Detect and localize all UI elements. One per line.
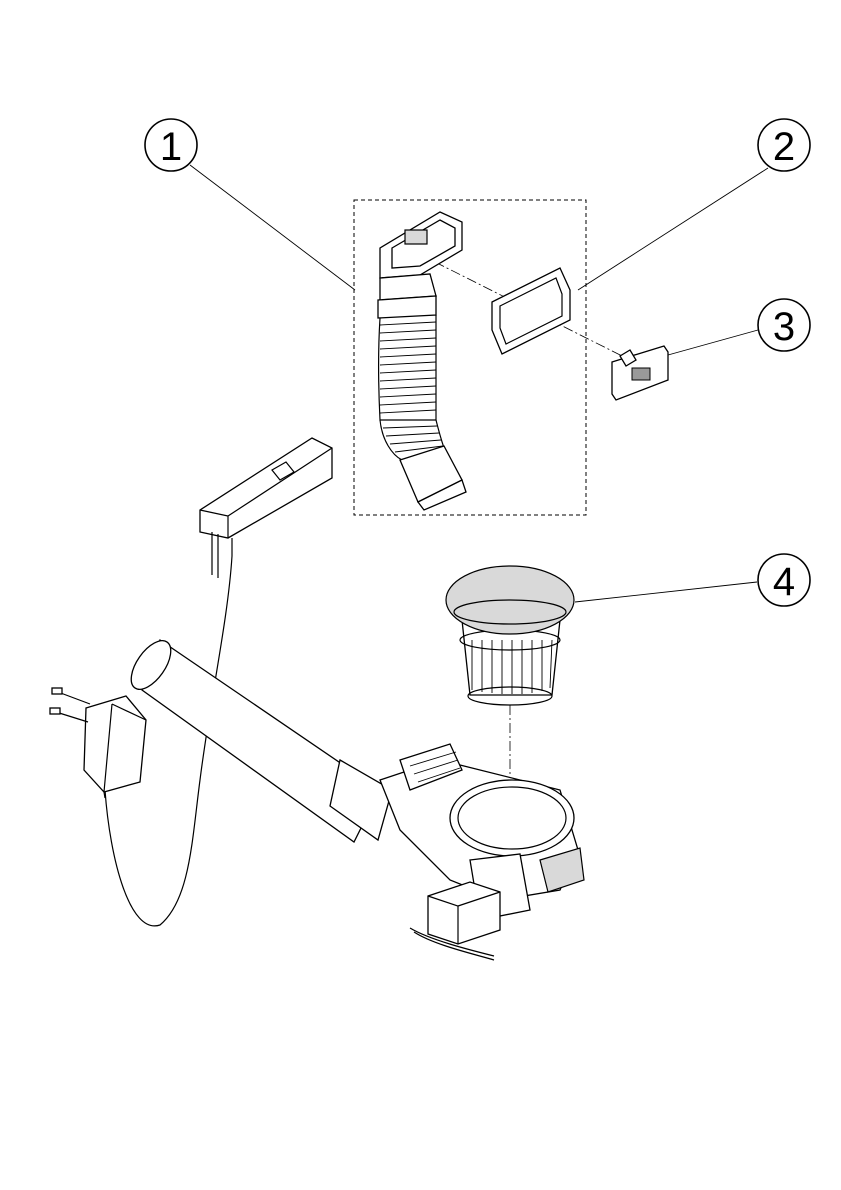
- drain-pipe: [130, 638, 393, 843]
- waste-fitting: [379, 743, 585, 921]
- hose-corrugation: [377, 295, 445, 461]
- callout-4-label: 4: [773, 560, 795, 604]
- callout-3: 3: [757, 298, 811, 352]
- gasket: [491, 267, 571, 355]
- leader-line-4: [574, 581, 758, 603]
- callout-2-label: 2: [773, 125, 795, 169]
- overflow-hose: [377, 211, 467, 511]
- callout-1-label: 1: [160, 125, 182, 169]
- power-adapter: [49, 687, 147, 799]
- strainer-basket: [445, 565, 575, 706]
- leader-line-3: [667, 329, 759, 356]
- wall-bracket: [199, 437, 333, 578]
- callout-2: 2: [757, 118, 811, 172]
- control-box: [409, 881, 501, 961]
- kit-group-box: [353, 199, 587, 516]
- leader-line-2: [577, 167, 769, 291]
- leader-line-1: [189, 164, 356, 291]
- cover-cap: [611, 345, 669, 401]
- callout-1: 1: [144, 118, 198, 172]
- assembly-axis-gasket: [434, 261, 651, 371]
- sensor-cable: [104, 555, 233, 927]
- callout-3-label: 3: [773, 305, 795, 349]
- callout-4: 4: [757, 553, 811, 607]
